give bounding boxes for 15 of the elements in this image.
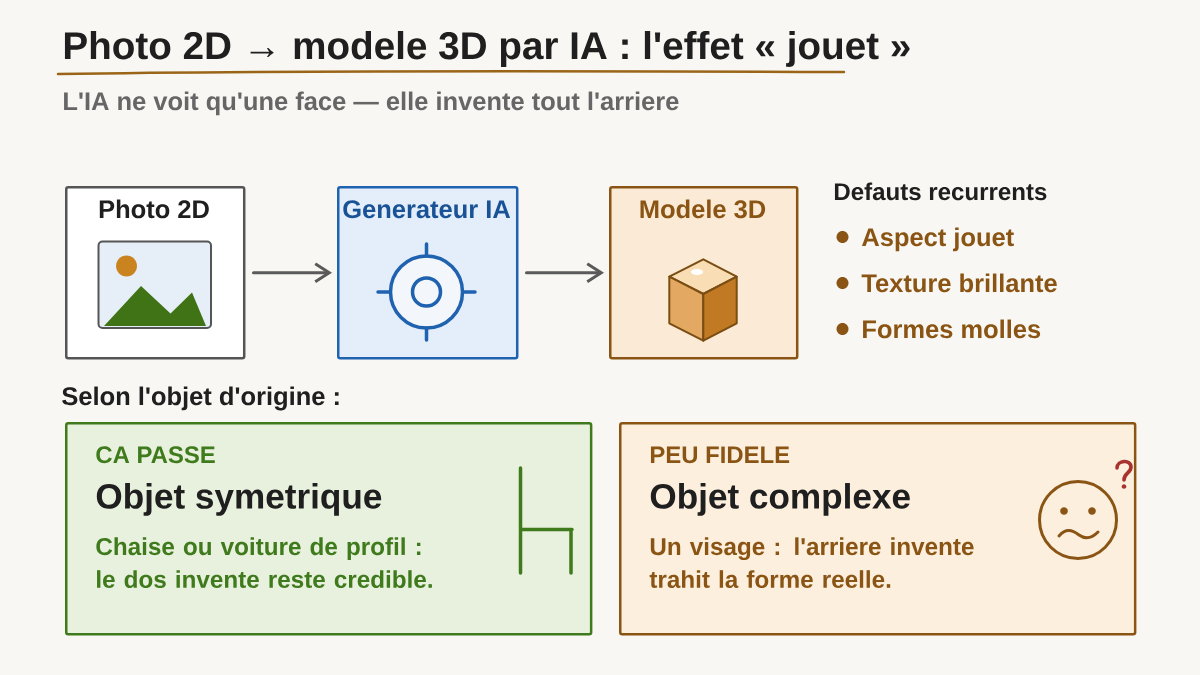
card-title: Objet complexe	[650, 483, 910, 516]
arrow	[251, 262, 332, 283]
title: Photo 2D → modele 3D par IA : l'effet « jouet »	[64, 30, 910, 67]
list-item: Texture brillante	[861, 273, 1057, 293]
list-item: Aspect jouet	[862, 227, 1014, 252]
card-text: Chaise ou voiture de profil : le dos invente reste credible.	[96, 537, 432, 588]
card-text: Un visage : l'arriere invente trahit la forme reelle.	[649, 537, 974, 588]
card-label: PEU FIDELE	[650, 446, 790, 464]
card-title: Objet symetrique	[96, 483, 382, 516]
list-heading: Defauts recurrents	[834, 182, 1047, 201]
card-label: CA PASSE	[96, 446, 215, 464]
arrow	[524, 262, 604, 283]
section-heading: Selon l'objet d'origine :	[62, 386, 339, 411]
subtitle: L'IA ne voit qu'une face — elle invente tout l'arriere	[64, 91, 679, 116]
list-item: Formes molles	[863, 319, 1041, 339]
